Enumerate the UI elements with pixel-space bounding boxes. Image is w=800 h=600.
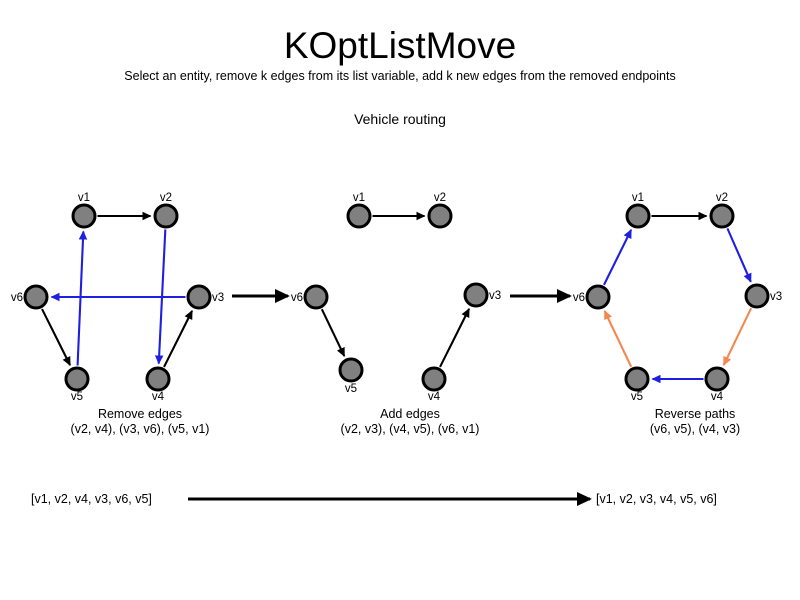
- edges-remove: [41, 211, 194, 368]
- node-v2-reverse[interactable]: v2: [709, 192, 735, 229]
- edge-v6-v5-remove: [41, 308, 72, 367]
- node-circle-v4[interactable]: [704, 366, 730, 392]
- node-circle-v4[interactable]: [145, 366, 171, 392]
- node-v6-reverse[interactable]: v6: [573, 284, 611, 310]
- node-circle-v5[interactable]: [624, 366, 650, 392]
- node-v5-remove[interactable]: v5: [64, 366, 90, 403]
- node-label-v6: v6: [291, 292, 303, 304]
- node-label-v4: v4: [711, 391, 724, 403]
- node-circle-v6[interactable]: [585, 284, 611, 310]
- node-circle-v5[interactable]: [64, 366, 90, 392]
- node-v5-reverse[interactable]: v5: [624, 366, 650, 403]
- panel-caption-reverse-line1: Reverse paths: [654, 407, 736, 421]
- node-label-v2: v2: [160, 192, 172, 204]
- node-circle-v1[interactable]: [346, 203, 372, 229]
- graph-panel-reverse: v1 v2 v3 v4 v5 v6: [573, 192, 782, 403]
- panel-caption-remove-line1: Remove edges: [97, 407, 183, 421]
- node-circle-v3[interactable]: [463, 282, 489, 308]
- panel-caption-add-line1: Add edges: [380, 407, 440, 421]
- node-v3-add[interactable]: v3: [463, 282, 501, 308]
- list-before-move: [v1, v2, v4, v3, v6, v5]: [31, 492, 152, 506]
- node-circle-v5[interactable]: [338, 357, 364, 383]
- node-label-v4: v4: [152, 391, 165, 403]
- graph-panel-add: v1 v2 v3 v4 v5 v6: [291, 192, 501, 403]
- page-subtitle: Select an entity, remove k edges from it…: [124, 69, 676, 83]
- node-v1-add[interactable]: v1: [346, 192, 372, 229]
- edge-v5-v1-remove: [76, 230, 88, 366]
- section-label-vehicle-routing: Vehicle routing: [354, 111, 446, 127]
- panel-caption-remove-line2: (v2, v4), (v3, v6), (v5, v1): [70, 422, 210, 436]
- node-circle-v3[interactable]: [744, 283, 770, 309]
- edge-v2-v3-reverse: [726, 227, 752, 283]
- edge-v4-v3-add: [439, 307, 471, 368]
- list-after-move: [v1, v2, v3, v4, v5, v6]: [596, 492, 717, 506]
- panel-caption-reverse: Reverse paths (v6, v5), (v4, v3): [570, 407, 800, 437]
- panel-caption-add-line2: (v2, v3), (v4, v5), (v6, v1): [340, 422, 480, 436]
- node-v6-add[interactable]: v6: [291, 284, 329, 310]
- edge-v6-v1-reverse: [603, 229, 633, 286]
- edge-v6-v5-add: [320, 308, 346, 357]
- node-label-v3: v3: [489, 290, 501, 302]
- edge-v5-v6-reverse: [603, 310, 633, 368]
- node-v5-add[interactable]: v5: [338, 357, 364, 395]
- node-label-v5: v5: [345, 383, 357, 395]
- node-circle-v2[interactable]: [709, 203, 735, 229]
- edge-v3-v4-reverse: [722, 307, 753, 366]
- node-circle-v6[interactable]: [23, 284, 49, 310]
- node-circle-v2[interactable]: [153, 203, 179, 229]
- edge-v4-v3-remove: [163, 309, 194, 368]
- page-title: KOptListMove: [283, 25, 517, 66]
- node-label-v5: v5: [71, 391, 83, 403]
- edges-reverse: [603, 211, 753, 384]
- node-label-v5: v5: [631, 391, 643, 403]
- node-label-v3: v3: [212, 292, 224, 304]
- panel-caption-reverse-line2: (v6, v5), (v4, v3): [649, 422, 741, 436]
- node-v1-reverse[interactable]: v1: [625, 192, 651, 229]
- node-v4-remove[interactable]: v4: [145, 366, 171, 403]
- node-circle-v1[interactable]: [625, 203, 651, 229]
- node-label-v1: v1: [78, 192, 90, 204]
- node-v4-add[interactable]: v4: [421, 366, 447, 403]
- node-label-v2: v2: [716, 192, 728, 204]
- node-label-v4: v4: [428, 391, 441, 403]
- node-v3-reverse[interactable]: v3: [744, 283, 782, 309]
- edges-add: [320, 211, 471, 368]
- node-circle-v4[interactable]: [421, 366, 447, 392]
- graph-panel-remove: v1 v2 v3 v4 v5 v6: [11, 192, 224, 403]
- node-circle-v1[interactable]: [71, 203, 97, 229]
- node-label-v3: v3: [770, 291, 782, 303]
- node-v3-remove[interactable]: v3: [186, 284, 224, 310]
- node-v2-remove[interactable]: v2: [153, 192, 179, 229]
- node-label-v2: v2: [434, 192, 446, 204]
- node-circle-v3[interactable]: [186, 284, 212, 310]
- node-label-v6: v6: [11, 292, 23, 304]
- node-circle-v2[interactable]: [427, 203, 453, 229]
- node-v4-reverse[interactable]: v4: [704, 366, 730, 403]
- node-circle-v6[interactable]: [303, 284, 329, 310]
- node-v1-remove[interactable]: v1: [71, 192, 97, 229]
- node-v2-add[interactable]: v2: [427, 192, 453, 229]
- node-v6-remove[interactable]: v6: [11, 284, 49, 310]
- node-label-v6: v6: [573, 292, 585, 304]
- node-label-v1: v1: [353, 192, 365, 204]
- panel-caption-add: Add edges (v2, v3), (v4, v5), (v6, v1): [285, 407, 535, 437]
- panel-caption-remove: Remove edges (v2, v4), (v3, v6), (v5, v1…: [15, 407, 265, 437]
- node-label-v1: v1: [632, 192, 644, 204]
